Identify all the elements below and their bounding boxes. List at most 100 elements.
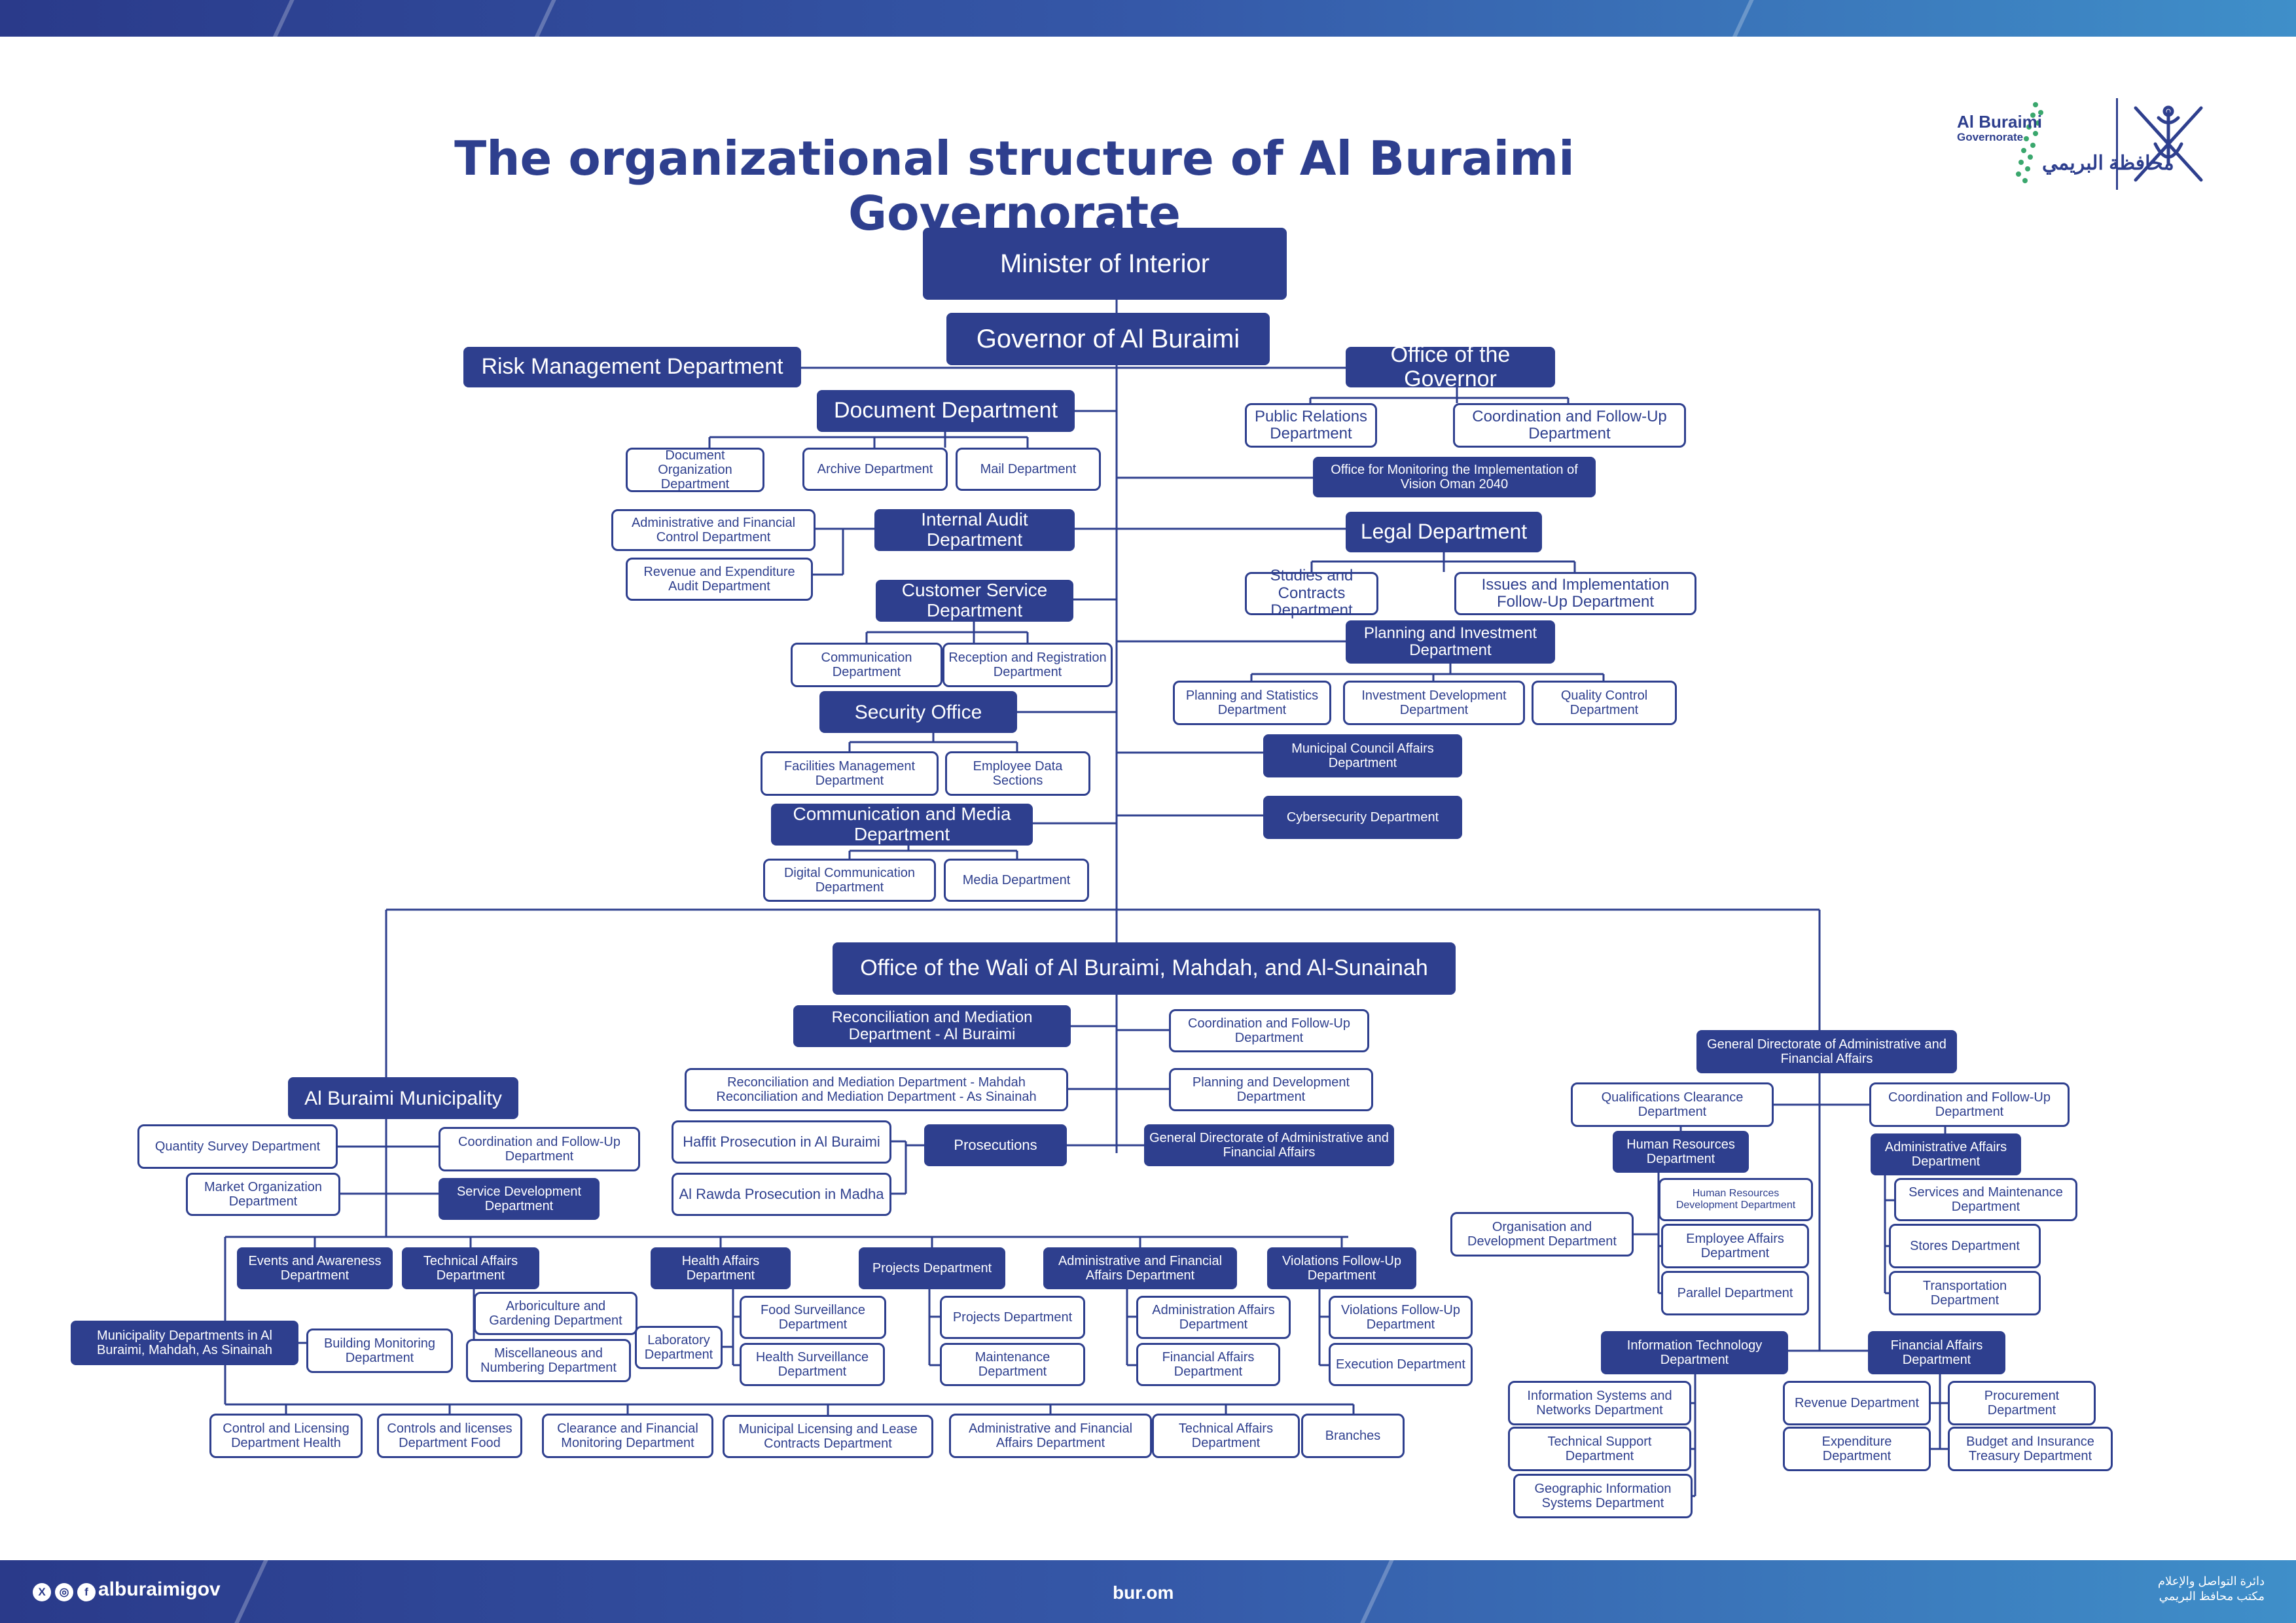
org-node-office-gov: Office of the Governor [1346,342,1555,391]
org-node-cust: Customer Service Department [876,580,1073,622]
org-node-doc-org: Document Organization Department [626,448,764,492]
org-node-budget: Budget and Insurance Treasury Department [1948,1427,2113,1471]
org-node-market: Market Organization Department [186,1173,340,1216]
org-node-fin-aff-right: Financial Affairs Department [1868,1331,2005,1374]
org-node-maintenance: Maintenance Department [940,1343,1085,1386]
org-node-admin-fin-ctrl: Administrative and Financial Control Dep… [611,509,816,551]
org-node-it: Information Technology Department [1601,1331,1788,1374]
org-node-quality: Quality Control Department [1532,681,1677,725]
org-node-facilities: Facilities Management Department [761,751,939,796]
org-node-services-maint: Services and Maintenance Department [1894,1178,2077,1221]
logo-divider [2116,98,2118,190]
org-node-coord-muni: Coordination and Follow-Up Department [439,1127,640,1171]
org-node-cyber: Cybersecurity Department [1263,796,1462,839]
org-node-emp-aff: Employee Affairs Department [1661,1224,1809,1268]
org-node-expenditure: Expenditure Department [1783,1427,1931,1471]
org-node-recon-mahdah: Reconciliation and Mediation Department … [685,1068,1068,1111]
org-node-tech-support: Technical Support Department [1508,1427,1691,1471]
org-node-events: Events and Awareness Department [237,1247,393,1289]
org-node-tech-aff: Technical Affairs Department [402,1247,539,1289]
org-node-governor: Governor of Al Buraimi [946,313,1270,365]
org-node-issues: Issues and Implementation Follow-Up Depa… [1454,572,1696,615]
facebook-icon[interactable]: f [77,1583,96,1601]
org-node-procurement: Procurement Department [1948,1381,2096,1425]
org-node-coord-wali: Coordination and Follow-Up Department [1169,1009,1369,1052]
org-node-risk: Risk Management Department [463,347,801,387]
org-node-ctrl-food: Controls and licenses Department Food [377,1414,522,1458]
org-node-rev-exp-audit: Revenue and Expenditure Audit Department [626,558,813,601]
org-node-vision: Office for Monitoring the Implementation… [1313,457,1596,497]
org-node-violations: Violations Follow-Up Department [1267,1247,1416,1289]
org-node-branches: Branches [1301,1414,1405,1458]
governorate-logo-mark [2016,102,2043,183]
org-node-reception: Reception and Registration Department [942,643,1113,687]
website-url[interactable]: bur.om [1113,1582,1174,1603]
org-node-digital: Digital Communication Department [763,859,936,902]
social-handle[interactable]: alburaimigov [98,1578,221,1600]
org-node-security: Security Office [819,691,1017,733]
org-node-plan-dev-wali: Planning and Development Department [1169,1068,1373,1111]
org-node-rawda: Al Rawda Prosecution in Madha [672,1173,891,1216]
org-node-info-sys: Information Systems and Networks Departm… [1508,1381,1691,1425]
org-node-admin-fin-muni: Administrative and Financial Affairs Dep… [1043,1247,1237,1289]
org-node-comm-dept: Communication Department [791,643,942,687]
org-node-transport: Transportation Department [1889,1271,2041,1315]
org-node-coord-gov: Coordination and Follow-Up Department [1453,403,1686,448]
org-node-projects: Projects Department [859,1247,1005,1289]
org-node-inv-dev: Investment Development Department [1343,681,1525,725]
org-node-ctrl-health: Control and Licensing Department Health [209,1414,363,1458]
org-node-projects-sub: Projects Department [940,1296,1085,1339]
org-node-legal: Legal Department [1346,512,1542,552]
org-node-recon-buraimi: Reconciliation and Mediation Department … [793,1005,1071,1047]
org-node-hr: Human Resources Department [1613,1131,1749,1173]
org-node-parallel: Parallel Department [1661,1271,1809,1315]
org-node-revenue: Revenue Department [1783,1381,1931,1425]
footer-banner [0,1560,2296,1623]
org-node-audit: Internal Audit Department [874,509,1075,551]
org-node-muni-depts: Municipality Departments in Al Buraimi, … [71,1321,298,1365]
org-node-qty-survey: Quantity Survey Department [137,1124,338,1169]
top-banner [0,0,2296,37]
org-node-media: Media Department [944,859,1089,902]
org-node-coord-right: Coordination and Follow-Up Department [1869,1082,2070,1127]
org-node-hr-dev: Human Resources Development Department [1659,1178,1813,1221]
org-node-archive: Archive Department [802,448,948,491]
governorate-logo-text: Al Buraimi Governorate [1957,112,2043,143]
org-node-comm-media: Communication and Media Department [771,804,1033,846]
org-node-gd-right: General Directorate of Administrative an… [1696,1030,1957,1073]
org-node-lab: Laboratory Department [635,1326,723,1369]
org-node-gd-admin-wali: General Directorate of Administrative an… [1144,1124,1394,1166]
org-node-licensing: Municipal Licensing and Lease Contracts … [723,1415,933,1458]
org-node-haffit: Haffit Prosecution in Al Buraimi [672,1120,891,1164]
org-node-plan-stat: Planning and Statistics Department [1173,681,1331,725]
org-node-admin-aff-sub: Administration Affairs Department [1136,1296,1291,1339]
org-node-emp-data: Employee Data Sections [945,751,1090,796]
org-node-minister: Minister of Interior [923,228,1287,300]
org-node-prosecutions: Prosecutions [924,1124,1067,1166]
org-node-muni-council: Municipal Council Affairs Department [1263,734,1462,777]
org-node-wali: Office of the Wali of Al Buraimi, Mahdah… [833,942,1456,995]
org-node-qual-clear: Qualifications Clearance Department [1571,1082,1774,1127]
org-node-pr: Public Relations Department [1245,403,1377,448]
org-node-misc-num: Miscellaneous and Numbering Department [466,1339,631,1382]
org-node-food-surv: Food Surveillance Department [740,1296,886,1339]
org-node-doc: Document Department [817,390,1075,432]
org-node-gis: Geographic Information Systems Departmen… [1513,1474,1693,1518]
org-node-health-surv: Health Surveillance Department [740,1343,885,1386]
org-node-viol-sub: Violations Follow-Up Department [1329,1296,1473,1339]
x-icon[interactable]: X [33,1583,51,1601]
page-title: The organizational structure of Al Burai… [454,131,1575,241]
org-node-mail: Mail Department [956,448,1101,491]
org-node-studies: Studies and Contracts Department [1245,567,1378,619]
instagram-icon[interactable]: ◎ [55,1583,73,1601]
org-node-org-dev: Organisation and Development Department [1450,1212,1634,1257]
org-node-arbor: Arboriculture and Gardening Department [474,1292,637,1335]
org-node-clearance: Clearance and Financial Monitoring Depar… [542,1414,713,1458]
org-node-admin-aff-right: Administrative Affairs Department [1871,1133,2021,1175]
org-node-municipality: Al Buraimi Municipality [288,1077,518,1119]
department-credit: دائرة التواصل والإعلام مكتب محافظ البريم… [2157,1575,2265,1603]
org-node-fin-aff-sub: Financial Affairs Department [1136,1343,1280,1386]
org-node-planning-inv: Planning and Investment Department [1346,620,1555,664]
org-node-health-aff: Health Affairs Department [651,1247,791,1289]
